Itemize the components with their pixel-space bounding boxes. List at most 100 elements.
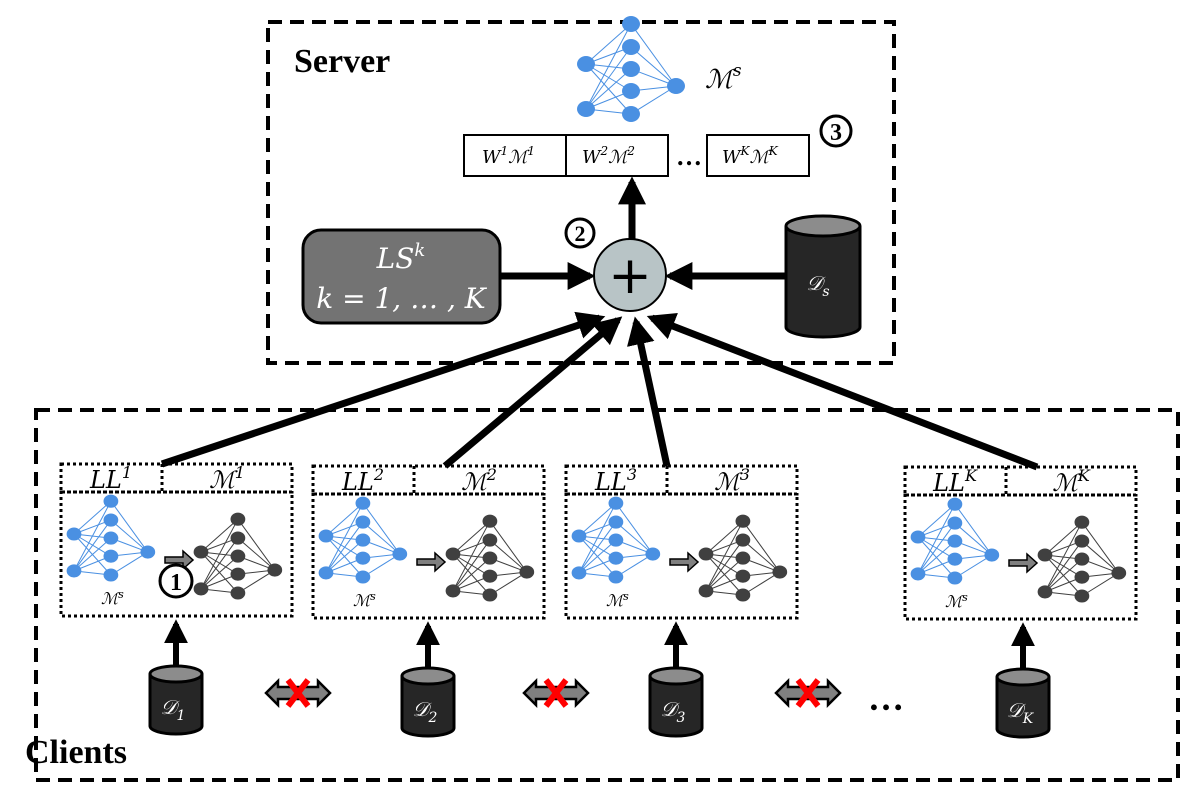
clients-ellipsis: … (868, 678, 904, 718)
client-model-box (903, 493, 1138, 621)
network-node (608, 515, 624, 529)
client-model-label: ℳ1 (209, 463, 245, 494)
network-node (735, 569, 751, 583)
client-data-label: 𝒟2 (413, 697, 438, 726)
network-node (910, 530, 926, 544)
step-1-label: 1 (170, 570, 182, 596)
weighted-model-1-label: W1ℳ1 (482, 144, 535, 168)
client-model-box (59, 490, 294, 618)
client-model-label: ℳ2 (461, 465, 497, 496)
client-local-label: LL2 (341, 465, 384, 496)
no-sharing-icon (522, 677, 590, 709)
network-node (622, 61, 640, 77)
network-node (947, 516, 963, 530)
network-node (735, 588, 751, 602)
step-2-badge (564, 217, 596, 249)
network-node (66, 564, 82, 578)
network-node (645, 547, 661, 561)
network-node (318, 566, 334, 580)
client-shared-model-network (66, 494, 156, 582)
network-node (193, 582, 209, 596)
aggregator-plus-icon: + (608, 246, 652, 306)
client-local-label: LL1 (89, 463, 132, 494)
transfer-arrow-icon (1008, 552, 1039, 574)
step-1-badge (158, 563, 194, 599)
network-node (608, 496, 624, 510)
upload-arrow-client-2 (442, 316, 623, 469)
server-title: Server (294, 43, 390, 80)
client-shared-model-network (318, 496, 408, 584)
network-node (1111, 566, 1127, 580)
upload-arrow-client-1 (160, 311, 606, 468)
step-3-label: 3 (830, 120, 842, 146)
network-node (66, 527, 82, 541)
network-node (571, 529, 587, 543)
network-node (445, 547, 461, 561)
network-node (1037, 585, 1053, 599)
network-node (1074, 552, 1090, 566)
network-node (230, 512, 246, 526)
network-node (622, 83, 640, 99)
network-node (230, 586, 246, 600)
network-node (608, 533, 624, 547)
network-node (519, 565, 535, 579)
upload-arrow-client-3 (627, 316, 671, 467)
network-node (103, 549, 119, 563)
step-2-label: 2 (575, 221, 586, 246)
client-personal-model-network (445, 514, 535, 602)
network-node (482, 514, 498, 528)
local-scores-line2: k = 1, … , K (316, 282, 488, 315)
network-node (622, 16, 640, 32)
server-model-network (577, 16, 685, 122)
weighted-models-ellipsis: … (676, 142, 702, 171)
client-shared-model-label: ℳs (101, 588, 124, 608)
network-node (667, 78, 685, 94)
network-node (482, 569, 498, 583)
network-node (947, 534, 963, 548)
network-node (910, 567, 926, 581)
client-shared-model-label: ℳs (353, 590, 376, 610)
client-shared-model-network (910, 497, 1000, 585)
server-data-cylinder: 𝒟s (784, 214, 862, 339)
step-3-badge (819, 114, 853, 148)
client-shared-model-label: ℳs (945, 591, 968, 611)
client-model-label: ℳK (1052, 466, 1091, 497)
network-node (355, 551, 371, 565)
network-node (230, 531, 246, 545)
client-data-cylinder: 𝒟1 (148, 664, 204, 736)
client-data-cylinder: 𝒟K (995, 667, 1051, 739)
network-node (355, 570, 371, 584)
network-node (445, 584, 461, 598)
network-node (1074, 589, 1090, 603)
client-local-label: LL3 (594, 465, 637, 496)
no-sharing-icon (264, 677, 332, 709)
network-node (267, 563, 283, 577)
client-data-cylinder: 𝒟2 (400, 666, 456, 738)
client-shared-model-network (571, 496, 661, 584)
network-node (947, 552, 963, 566)
client-model-box (311, 492, 546, 620)
network-node (392, 547, 408, 561)
network-node (608, 570, 624, 584)
network-node (103, 531, 119, 545)
network-node (698, 584, 714, 598)
network-node (140, 545, 156, 559)
client-data-label: 𝒟3 (661, 697, 686, 726)
network-node (355, 496, 371, 510)
weighted-model-2-label: W2ℳ2 (582, 144, 635, 168)
network-node (735, 533, 751, 547)
client-personal-model-network (1037, 515, 1127, 603)
weighted-model-k-label: WKℳK (722, 144, 779, 168)
transfer-arrow-icon (669, 551, 700, 573)
weighted-models-row: W1ℳ1 W2ℳ2 … WKℳK (463, 134, 810, 177)
network-node (947, 497, 963, 511)
network-node (482, 588, 498, 602)
network-node (1074, 570, 1090, 584)
client-data-cylinder: 𝒟3 (648, 666, 704, 738)
network-node (984, 548, 1000, 562)
network-node (482, 551, 498, 565)
client-data-label: 𝒟K (1007, 698, 1035, 727)
